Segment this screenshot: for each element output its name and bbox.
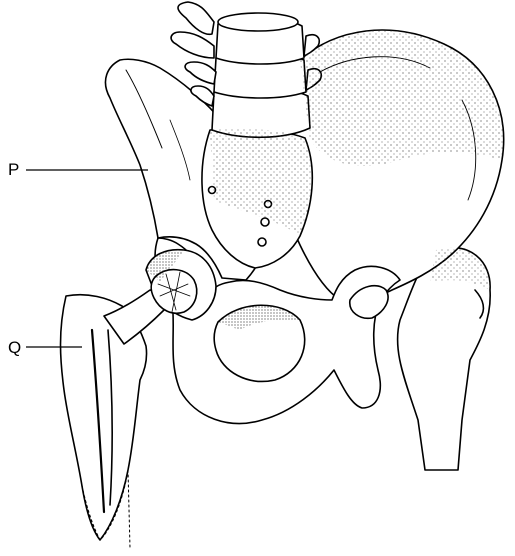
label-p: P [8, 161, 19, 178]
label-q: Q [8, 339, 21, 356]
